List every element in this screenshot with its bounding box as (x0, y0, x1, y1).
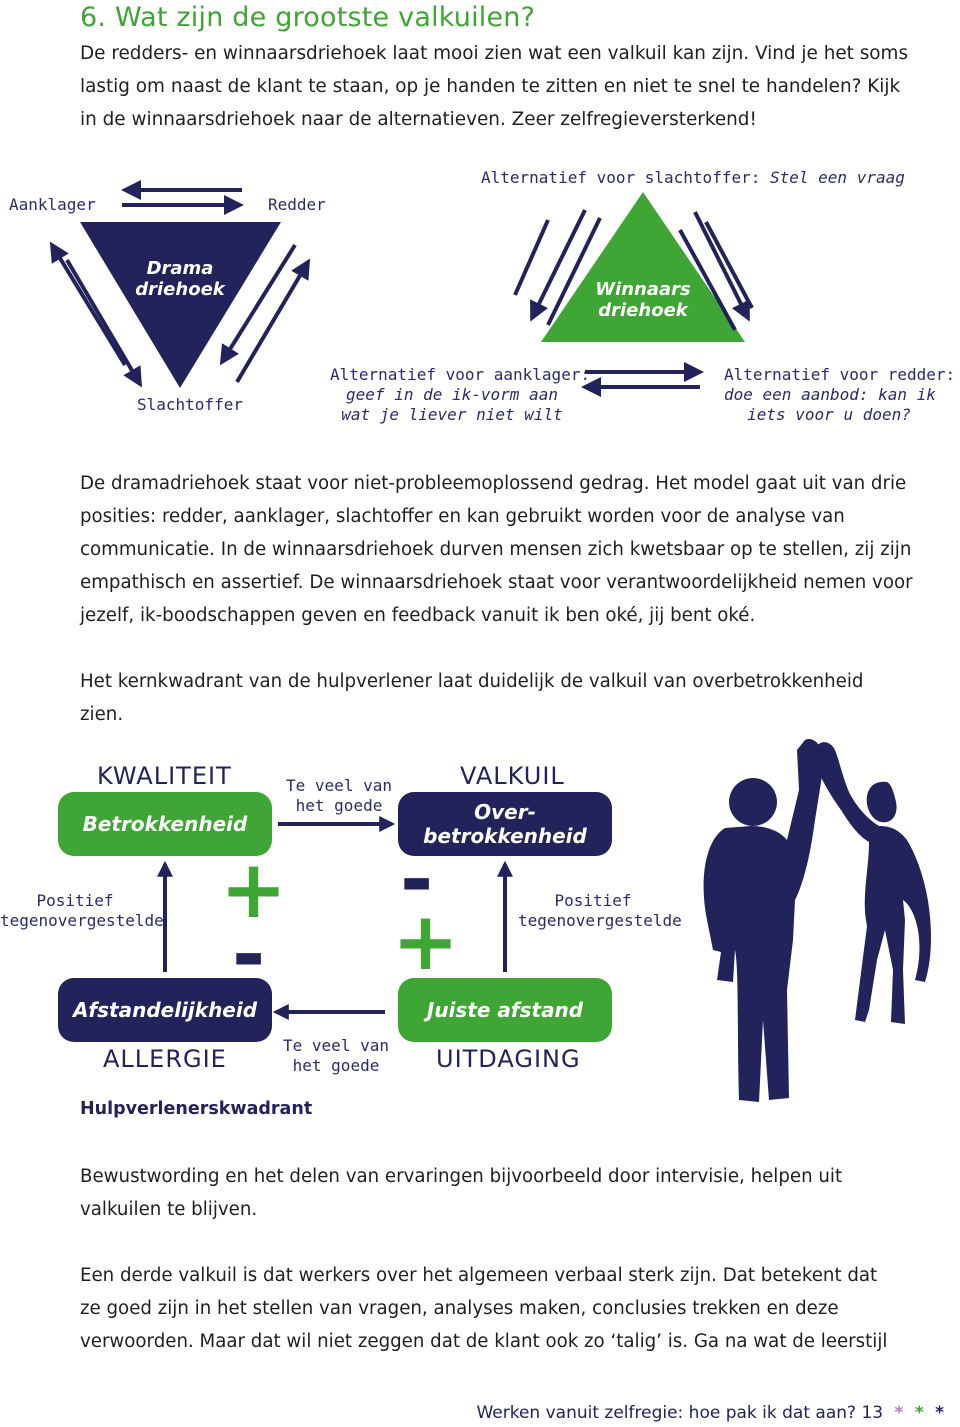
allergie-heading: ALLERGIE (103, 1045, 227, 1073)
allergie-box: Afstandelijkheid (58, 978, 272, 1042)
alt-redder-label: Alternatief voor redder: (724, 365, 956, 384)
alt-redder-line1: doe een aanbod: kan ik (724, 385, 936, 404)
alt-slachtoffer-text: Stel een vraag (770, 168, 905, 187)
alt-redder: Alternatief voor redder: doe een aanbod:… (724, 365, 956, 425)
footer-star-icon-1: * (894, 1403, 904, 1423)
alt-slachtoffer: Alternatief voor slachtoffer: Stel een v… (481, 168, 905, 187)
paragraph-intervisie: Bewustwording en het delen van ervaringe… (80, 1166, 843, 1220)
te-veel-top: Te veel van het goede (282, 776, 396, 816)
label-redder: Redder (268, 195, 326, 214)
triangles-diagram (49, 180, 754, 397)
kernkwadrant-intro: Het kernkwadrant van de hulpverlener laa… (80, 671, 864, 725)
footer-star-icon-2: * (914, 1403, 924, 1423)
te-veel-bottom: Te veel van het goede (278, 1036, 394, 1076)
valkuil-box-line2: betrokkenheid (423, 824, 587, 848)
positief-right-line2: tegenovergestelde (518, 911, 682, 930)
page-number: 13 (861, 1403, 884, 1423)
high-five-silhouettes (703, 739, 931, 1102)
body-paragraph: De dramadriehoek staat voor niet-problee… (80, 473, 913, 626)
footer-star-icon-3: * (935, 1403, 944, 1423)
kwaliteit-box: Betrokkenheid (58, 792, 272, 856)
minus-sign-right: - (400, 833, 434, 926)
alt-aanklager-label: Alternatief voor aanklager: (330, 365, 591, 384)
te-veel-bottom-line1: Te veel van (283, 1036, 389, 1055)
alt-redder-line2: iets voor u doen? (747, 405, 911, 424)
alt-aanklager: Alternatief voor aanklager: geef in de i… (330, 365, 591, 425)
woman-silhouette (815, 742, 931, 1024)
drama-title-line2: driehoek (135, 279, 225, 300)
positief-left-line1: Positief (36, 891, 114, 910)
te-veel-top-line1: Te veel van (286, 776, 392, 795)
drama-title: Drama driehoek (120, 258, 240, 300)
winnaars-title-line1: Winnaars (595, 279, 691, 300)
te-veel-bottom-line2: het goede (292, 1056, 380, 1075)
man-silhouette (703, 739, 824, 1102)
alt-aanklager-line2: wat je liever niet wilt (341, 405, 563, 424)
quadrant-arrows (157, 816, 513, 1020)
alt-aanklager-line1: geef in de ik-vorm aan (346, 385, 558, 404)
footer-text: Werken vanuit zelfregie: hoe pak ik dat … (476, 1403, 857, 1423)
uitdaging-box: Juiste afstand (398, 978, 612, 1042)
positief-left: Positief tegenovergestelde (0, 891, 164, 931)
page-heading: 6. Wat zijn de grootste valkuilen? (80, 2, 536, 33)
uitdaging-heading: UITDAGING (436, 1045, 581, 1073)
quadrant-caption: Hulpverlenerskwadrant (80, 1099, 313, 1119)
winnaars-title-line2: driehoek (598, 300, 688, 321)
drama-title-line1: Drama (146, 258, 214, 279)
valkuil-heading: VALKUIL (460, 762, 565, 790)
positief-right: Positief tegenovergestelde (518, 891, 682, 931)
drama-triangle (80, 222, 281, 388)
positief-right-line1: Positief (554, 891, 632, 910)
te-veel-top-line2: het goede (295, 796, 383, 815)
label-slachtoffer: Slachtoffer (137, 395, 243, 414)
alt-slachtoffer-label: Alternatief voor slachtoffer: (481, 168, 761, 187)
label-aanklager: Aanklager (9, 195, 96, 214)
plus-sign-left: + (220, 843, 288, 936)
valkuil-box: Over- betrokkenheid (398, 792, 612, 856)
page-footer: Werken vanuit zelfregie: hoe pak ik dat … (476, 1403, 944, 1423)
positief-left-line2: tegenovergestelde (0, 911, 164, 930)
minus-sign-left: - (232, 908, 266, 1001)
valkuil-box-line1: Over- (474, 800, 536, 824)
winnaars-triangle (541, 192, 745, 342)
winnaars-title: Winnaars driehoek (583, 279, 703, 321)
kwaliteit-heading: KWALITEIT (97, 762, 232, 790)
paragraph-derde-valkuil: Een derde valkuil is dat werkers over he… (80, 1265, 888, 1352)
intro-paragraph: De redders- en winnaarsdriehoek laat moo… (80, 43, 909, 130)
plus-sign-right: + (392, 895, 460, 988)
